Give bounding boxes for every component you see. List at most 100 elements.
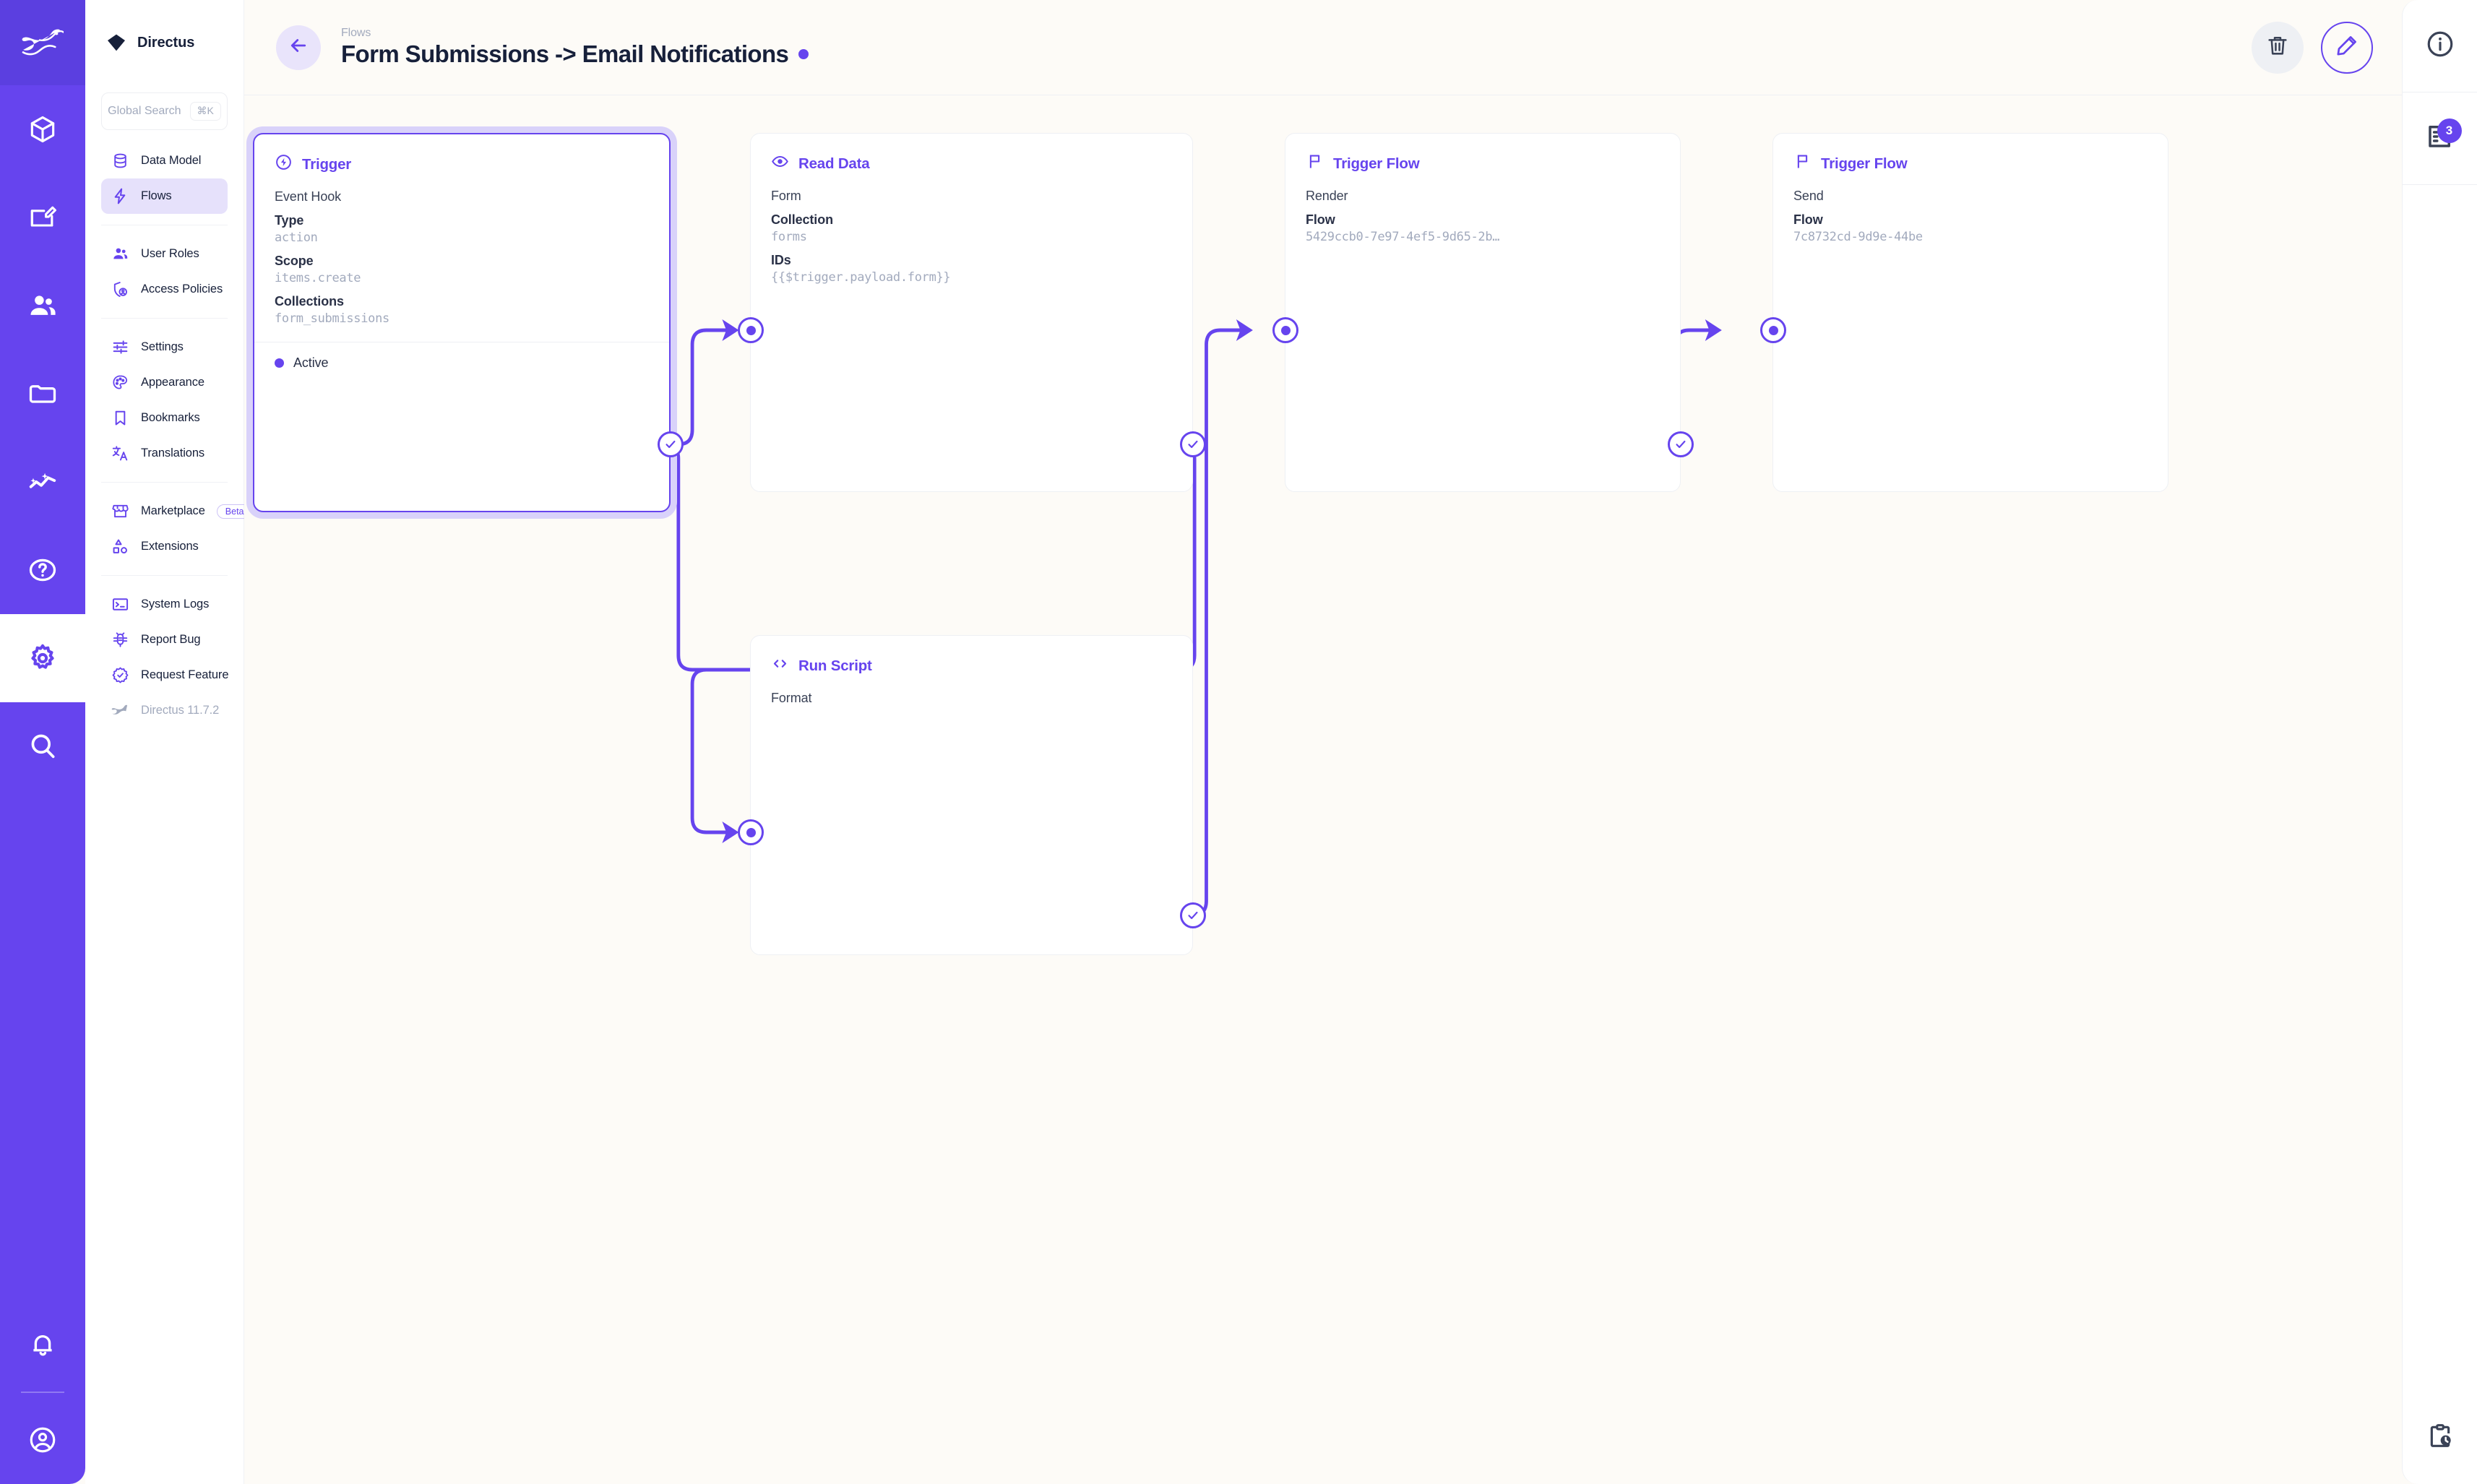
insights-icon: [26, 465, 59, 499]
field-label: Collection: [771, 212, 834, 227]
sidebar-item-request-feature[interactable]: Request Feature: [101, 657, 229, 693]
sidebar-item-bookmarks[interactable]: Bookmarks: [101, 400, 228, 436]
sidebar-item-settings[interactable]: Settings: [101, 329, 228, 365]
sidebar-item-appearance[interactable]: Appearance: [101, 365, 228, 400]
directus-wordmark-icon: [107, 33, 126, 52]
settings-sidebar: Directus Global Search ⌘K Data Model: [85, 0, 253, 1484]
node-subtitle: Format: [771, 691, 812, 705]
storefront-icon: [111, 502, 129, 520]
palette-icon: [111, 374, 129, 392]
sidebar-item-access-policies[interactable]: Access Policies: [101, 272, 228, 307]
sidebar-item-system-logs[interactable]: System Logs: [101, 587, 228, 622]
sidebar-item-extensions[interactable]: Extensions: [101, 529, 228, 564]
port-read-data-resolve[interactable]: [1180, 431, 1206, 457]
port-send-input[interactable]: [1760, 317, 1786, 343]
rail-item-files[interactable]: [0, 350, 85, 438]
field-value: items.create: [275, 271, 361, 285]
port-run-script-resolve[interactable]: [1180, 902, 1206, 928]
rail-item-notifications[interactable]: [0, 1300, 85, 1389]
flow-info-button[interactable]: [2402, 0, 2477, 92]
sidebar-item-user-roles[interactable]: User Roles: [101, 236, 228, 272]
translate-icon: [111, 444, 129, 462]
bookmark-icon: [111, 409, 129, 427]
sidebar-header: Directus: [85, 0, 244, 85]
node-title-text: Trigger Flow: [1333, 155, 1420, 172]
rail-item-users[interactable]: [0, 262, 85, 350]
node-subtitle: Form: [771, 189, 801, 203]
trigger-status-row: Active: [254, 342, 669, 385]
edit-box-icon: [27, 202, 59, 233]
rail-item-content[interactable]: [0, 85, 85, 173]
edit-flow-button[interactable]: [2321, 21, 2373, 74]
sidebar-item-report-bug[interactable]: Report Bug: [101, 622, 228, 657]
sidebar-item-label: Data Model: [141, 154, 202, 167]
activity-button[interactable]: [2403, 1392, 2477, 1484]
flow-node-read-data[interactable]: Read Data Form Collection forms IDs {{$t…: [750, 133, 1193, 492]
flow-node-run-script[interactable]: Run Script Format: [750, 635, 1193, 955]
node-title-text: Run Script: [798, 657, 872, 674]
sidebar-item-version: Directus 11.7.2: [101, 693, 228, 728]
flow-node-trigger[interactable]: Trigger Event Hook Type action Scope ite…: [253, 133, 671, 512]
field-label: Flow: [1306, 212, 1335, 227]
port-run-script-input[interactable]: [738, 819, 764, 845]
rail-item-insights[interactable]: [0, 438, 85, 526]
sidebar-item-label: Translations: [141, 447, 205, 460]
field-label: Flow: [1793, 212, 1823, 227]
breadcrumb[interactable]: Flows: [341, 27, 371, 40]
port-read-data-input[interactable]: [738, 317, 764, 343]
node-title: Trigger Flow: [1306, 152, 1660, 175]
node-subtitle: Send: [1793, 189, 1824, 203]
right-sidebar: 3: [2402, 0, 2477, 1484]
flow-node-trigger-flow-render[interactable]: Trigger Flow Render Flow 5429ccb0-7e97-4…: [1285, 133, 1681, 492]
node-title-text: Read Data: [798, 155, 870, 172]
back-button[interactable]: [276, 25, 321, 70]
sliders-icon: [111, 338, 129, 356]
flow-logs-button[interactable]: 3: [2402, 92, 2477, 185]
header-actions: [2252, 21, 2373, 74]
sidebar-item-translations[interactable]: Translations: [101, 436, 228, 471]
port-render-input[interactable]: [1272, 317, 1298, 343]
rail-item-editor[interactable]: [0, 173, 85, 262]
logs-count-badge: 3: [2437, 118, 2462, 143]
rail-item-search[interactable]: [0, 702, 85, 790]
sidebar-item-label: Extensions: [141, 540, 199, 553]
sidebar-item-label: Marketplace: [141, 504, 205, 517]
node-subtitle: Render: [1306, 189, 1348, 203]
sidebar-item-marketplace[interactable]: Marketplace Beta: [101, 493, 253, 529]
field-value: action: [275, 230, 318, 245]
verified-icon: [111, 666, 129, 684]
flow-node-trigger-flow-send[interactable]: Trigger Flow Send Flow 7c8732cd-9d9e-44b…: [1772, 133, 2168, 492]
rail-item-account[interactable]: [0, 1396, 85, 1484]
search-placeholder: Global Search: [108, 105, 181, 117]
rabbit-logo-icon: [22, 28, 64, 57]
sidebar-item-label: Flows: [141, 189, 172, 202]
field-label: Scope: [275, 254, 314, 268]
sidebar-item-flows[interactable]: Flows: [101, 178, 228, 214]
node-title-text: Trigger: [302, 155, 352, 173]
port-render-resolve[interactable]: [1668, 431, 1694, 457]
arrow-left-icon: [288, 35, 309, 60]
global-search-button[interactable]: Global Search ⌘K: [101, 92, 228, 130]
brand-name: Directus: [137, 34, 195, 51]
sidebar-item-data-model[interactable]: Data Model: [101, 143, 228, 178]
field-label: Type: [275, 213, 304, 228]
port-trigger-resolve[interactable]: [658, 431, 684, 457]
pencil-icon: [2335, 33, 2359, 61]
field-label: Collections: [275, 294, 344, 309]
account-circle-icon: [27, 1425, 58, 1455]
port-dot: [746, 325, 756, 335]
delete-flow-button[interactable]: [2252, 21, 2304, 74]
rabbit-icon: [111, 702, 129, 720]
directus-logo-button[interactable]: [0, 0, 85, 85]
rail-divider: [21, 1392, 64, 1393]
node-title-text: Trigger Flow: [1821, 155, 1908, 172]
rail-item-settings[interactable]: [0, 614, 85, 702]
rail-item-help[interactable]: [0, 526, 85, 614]
page-title-block: Flows Form Submissions -> Email Notifica…: [341, 27, 809, 67]
trash-icon: [2265, 33, 2290, 61]
port-dot: [1768, 325, 1778, 335]
flow-canvas[interactable]: Trigger Event Hook Type action Scope ite…: [244, 95, 2402, 1484]
info-icon: [2425, 29, 2455, 63]
extensions-icon: [111, 538, 129, 556]
